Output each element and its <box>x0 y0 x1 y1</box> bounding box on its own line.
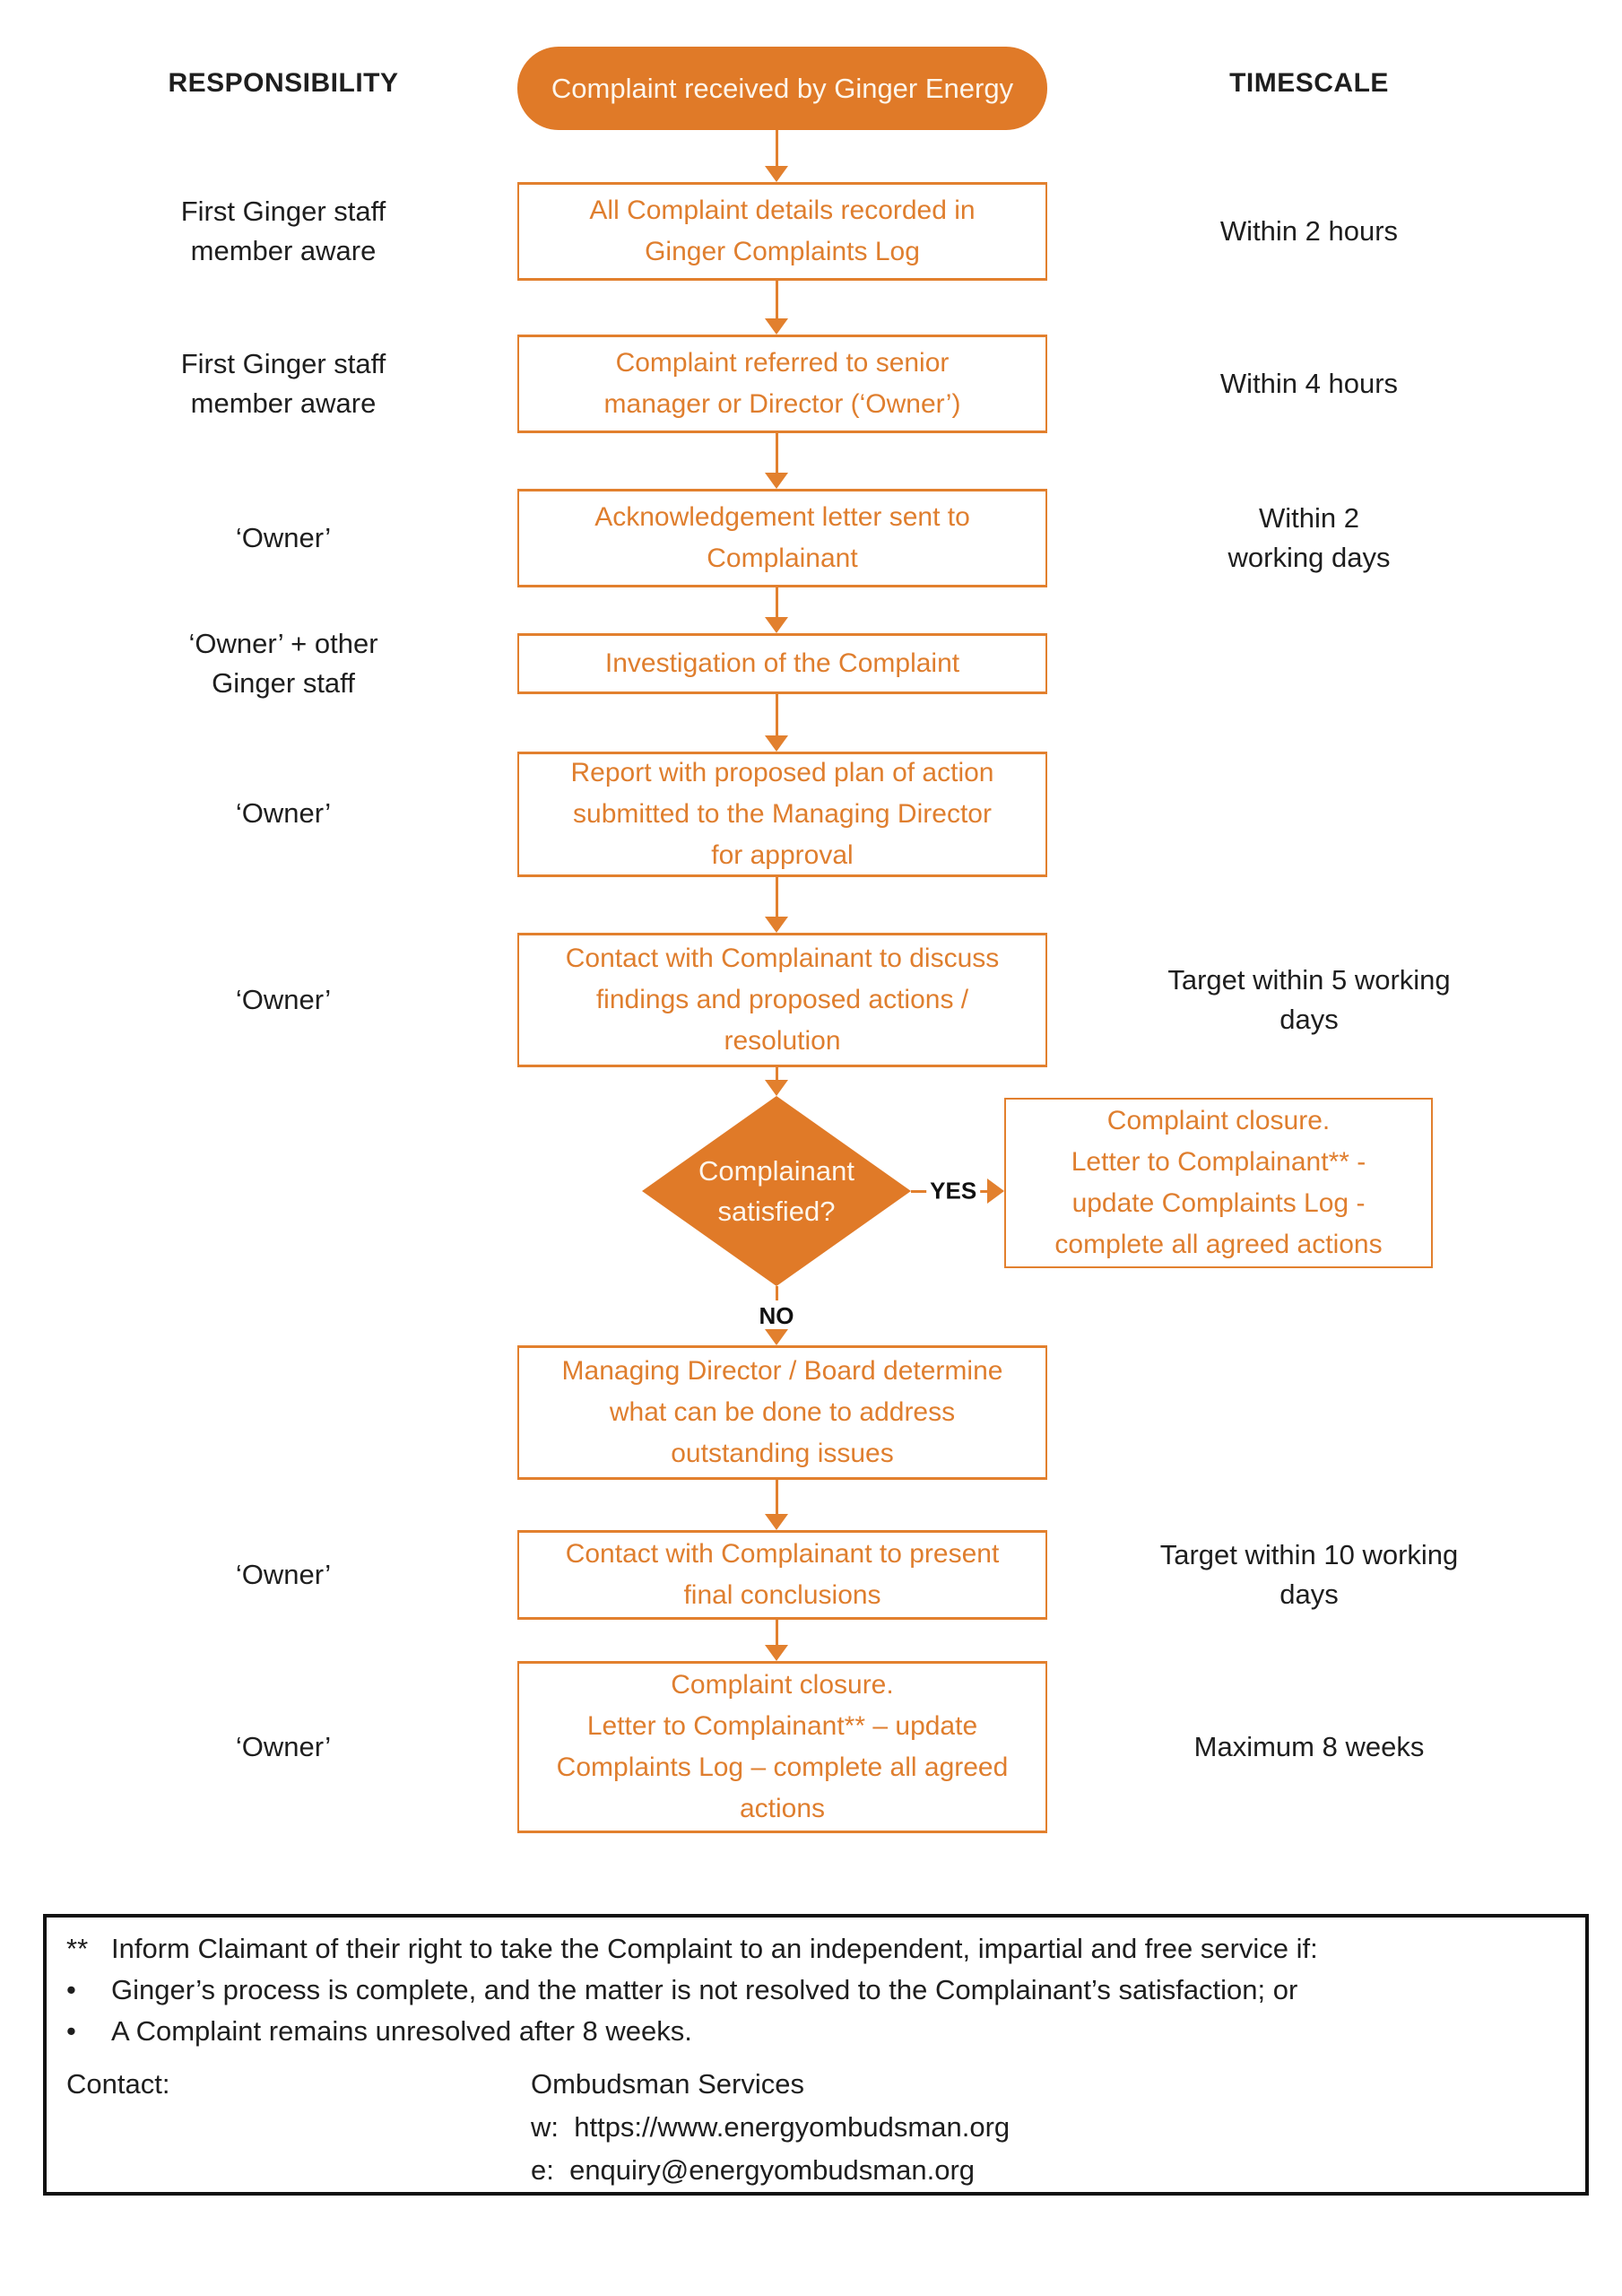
footnote-box: ** Inform Claimant of their right to tak… <box>43 1914 1589 2196</box>
flow-arrow-down <box>765 877 788 933</box>
bullet-icon: • <box>66 2015 76 2047</box>
yes-arrow: YES <box>911 1175 1004 1207</box>
footnote-bullet-text: A Complaint remains unresolved after 8 w… <box>111 2015 692 2047</box>
no-arrow-head <box>765 1329 788 1345</box>
footnote-asterisks: ** <box>66 1933 89 1964</box>
responsibility-column-header: RESPONSIBILITY <box>168 68 399 98</box>
contact-name: Ombudsman Services <box>531 2068 804 2100</box>
responsibility-label: ‘Owner’ <box>235 984 332 1015</box>
contact-website: w: https://www.energyombudsman.org <box>531 2111 1010 2143</box>
step-investigation: Investigation of the Complaint <box>517 633 1047 694</box>
footnote-bullet-text: Ginger’s process is complete, and the ma… <box>111 1974 1298 2005</box>
flow-arrow-down <box>765 130 788 182</box>
contact-label: Contact: <box>66 2068 170 2100</box>
flow-arrow-down <box>765 433 788 489</box>
footnote-bullet-row: • A Complaint remains unresolved after 8… <box>66 2011 1566 2052</box>
yes-label: YES <box>926 1177 981 1205</box>
no-label: NO <box>759 1302 794 1329</box>
flow-arrow-down <box>765 587 788 633</box>
flow-arrow-down <box>765 694 788 752</box>
contact-details: Ombudsman Services w: https://www.energy… <box>531 2063 1010 2192</box>
flow-arrow-down <box>765 1480 788 1530</box>
footnote-contact-block: Contact: Ombudsman Services w: https://w… <box>66 2063 1566 2192</box>
timescale-label: Within 2 hours <box>1219 215 1399 247</box>
footnote-intro-row: ** Inform Claimant of their right to tak… <box>66 1928 1566 1970</box>
timescale-column-header: TIMESCALE <box>1229 68 1389 98</box>
start-node: Complaint received by Ginger Energy <box>517 47 1047 130</box>
no-arrow-line <box>775 1286 778 1300</box>
responsibility-label: ‘Owner’ <box>235 1731 332 1762</box>
bullet-icon: • <box>66 1974 76 2005</box>
timescale-label: Maximum 8 weeks <box>1193 1731 1425 1762</box>
responsibility-label: ‘Owner’ <box>235 522 332 553</box>
footnote-bullet-row: • Ginger’s process is complete, and the … <box>66 1970 1566 2011</box>
timescale-label: Within 4 hours <box>1219 368 1399 399</box>
outcome-complaint-closure-yes: Complaint closure.Letter to Complainant*… <box>1004 1098 1433 1268</box>
flow-arrow-down <box>765 1067 788 1096</box>
flow-arrow-down <box>765 281 788 335</box>
flow-arrow-down <box>765 1620 788 1661</box>
contact-email: e: enquiry@energyombudsman.org <box>531 2154 976 2186</box>
responsibility-label: ‘Owner’ <box>235 797 332 829</box>
footnote-intro-text: Inform Claimant of their right to take t… <box>111 1933 1318 1964</box>
responsibility-label: ‘Owner’ <box>235 1559 332 1590</box>
step-final-complaint-closure: Complaint closure.Letter to Complainant*… <box>517 1661 1047 1833</box>
